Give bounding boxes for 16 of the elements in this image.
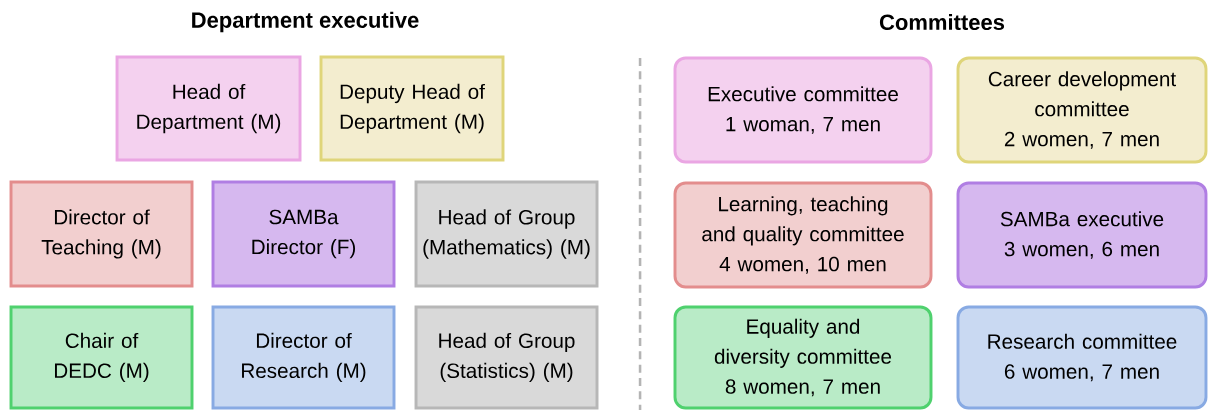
role-box: Head of Group (Mathematics) (M) [414, 180, 599, 288]
committee-box: Career development committee 2 women, 7 men [956, 56, 1208, 164]
role-box: Head of Department (M) [115, 55, 302, 162]
role-box: Chair of DEDC (M) [9, 305, 194, 410]
committee-box: Learning, teaching and quality committee 4 women, 10 men [673, 181, 933, 289]
committee-box: Executive committee 1 woman, 7 men [673, 56, 933, 164]
committee-box: Research committee 6 women, 7 men [956, 305, 1208, 410]
role-box: SAMBa Director (F) [211, 180, 396, 288]
role-box: Head of Group (Statistics) (M) [414, 305, 599, 410]
role-box: Deputy Head of Department (M) [319, 55, 505, 162]
role-box: Director of Teaching (M) [9, 180, 194, 288]
role-box: Director of Research (M) [211, 305, 396, 410]
section-heading: Department executive [192, 11, 419, 33]
committee-box: Equality and diversity committee 8 women, 7 men [673, 305, 933, 410]
committee-box: SAMBa executive 3 women, 6 men [956, 181, 1208, 289]
section-heading: Committees [879, 13, 1005, 31]
